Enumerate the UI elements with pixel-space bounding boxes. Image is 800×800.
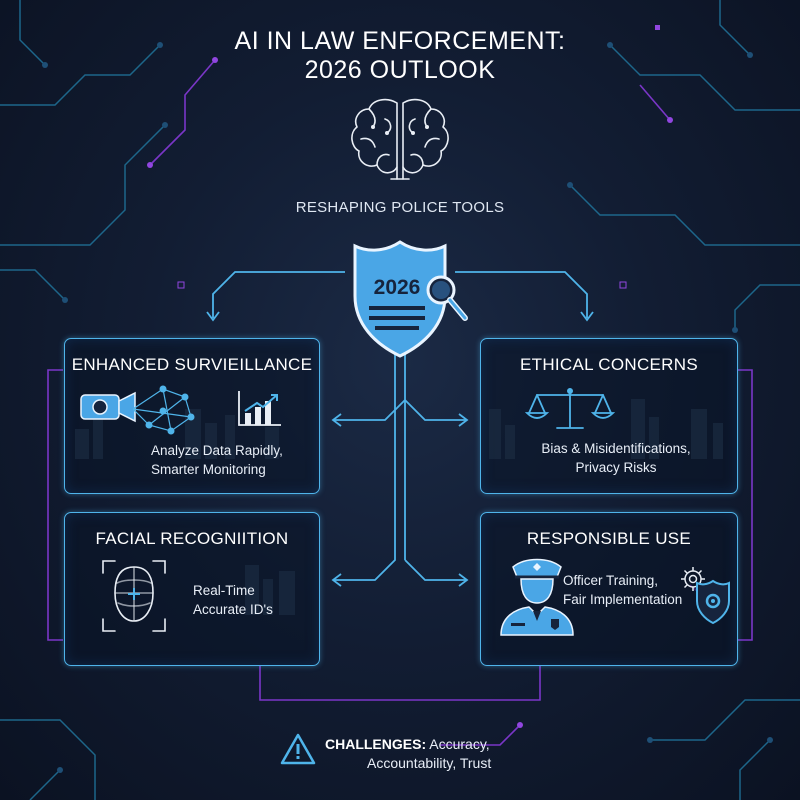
challenges-label: CHALLENGES: bbox=[325, 736, 427, 752]
card-line2: Accurate ID's bbox=[193, 602, 273, 617]
city-skyline-decoration bbox=[75, 409, 279, 459]
city-skyline-decoration bbox=[245, 565, 295, 615]
page-title-line1: AI IN LAW ENFORCEMENT: bbox=[234, 27, 566, 55]
card-enhanced-surveillance: ENHANCED SURVIEILLANCE Analyze Data Rapi… bbox=[64, 338, 320, 494]
bar-chart-icon bbox=[238, 391, 281, 426]
card-title: RESPONSIBLE USE bbox=[526, 529, 692, 548]
city-skyline-decoration bbox=[489, 399, 723, 459]
card-responsible-use: RESPONSIBLE USE Officer Training, Fair I… bbox=[480, 512, 738, 666]
card-line1: Analyze Data Rapidly, bbox=[151, 443, 283, 458]
challenges-line2: Accountability, Trust bbox=[367, 755, 492, 771]
subtitle: RESHAPING POLICE TOOLS bbox=[295, 199, 505, 216]
card-line2: Smarter Monitoring bbox=[151, 462, 266, 477]
scales-icon bbox=[525, 388, 615, 429]
card-title: ETHICAL CONCERNS bbox=[520, 355, 698, 374]
badge-year: 2026 bbox=[374, 276, 421, 299]
card-line1: Bias & Misidentifications, bbox=[541, 441, 691, 456]
magnifier-icon bbox=[426, 275, 468, 321]
network-icon bbox=[133, 385, 195, 435]
card-title: ENHANCED SURVIEILLANCE bbox=[71, 355, 313, 374]
warning-icon bbox=[280, 733, 316, 765]
page-title-line2: 2026 OUTLOOK bbox=[304, 56, 496, 84]
camera-icon bbox=[80, 391, 136, 423]
face-scan-icon bbox=[102, 560, 166, 632]
police-badge-icon: 2026 bbox=[353, 240, 468, 358]
card-facial-recognition: FACIAL RECOGNIITION Real-Time Accurate I… bbox=[64, 512, 320, 666]
card-ethical-concerns: ETHICAL CONCERNS Bias & Misidentificatio… bbox=[480, 338, 738, 494]
card-line1: Real-Time bbox=[193, 583, 255, 598]
shield-gear-icon bbox=[681, 567, 730, 625]
card-line2: Fair Implementation bbox=[563, 592, 683, 607]
card-line1: Officer Training, bbox=[563, 573, 659, 588]
brain-icon bbox=[351, 98, 449, 180]
challenges-text: CHALLENGES: Accuracy, Accountability, Tr… bbox=[325, 735, 491, 773]
card-line2: Privacy Risks bbox=[575, 460, 657, 475]
challenges-line1: Accuracy, bbox=[429, 736, 490, 752]
card-title: FACIAL RECOGNIITION bbox=[95, 529, 289, 548]
police-officer-icon bbox=[500, 558, 574, 636]
